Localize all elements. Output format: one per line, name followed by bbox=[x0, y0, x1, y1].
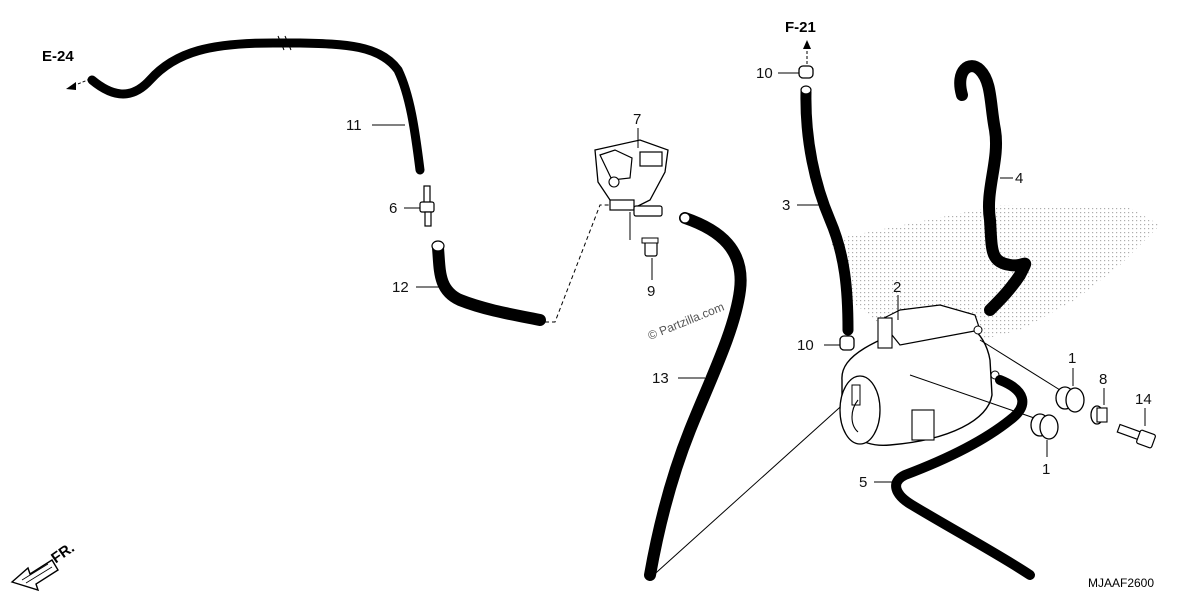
callout-12: 12 bbox=[392, 279, 409, 296]
callout-1-upper: 1 bbox=[1068, 350, 1076, 367]
ref-f21: F-21 bbox=[785, 19, 816, 36]
callout-1-lower: 1 bbox=[1042, 461, 1050, 478]
callout-10-lower: 10 bbox=[797, 337, 814, 354]
callout-3: 3 bbox=[782, 197, 790, 214]
hose-3[interactable] bbox=[800, 85, 854, 336]
callout-4: 4 bbox=[1015, 170, 1023, 187]
callout-7: 7 bbox=[633, 111, 641, 128]
grommet-1-lower[interactable] bbox=[1030, 413, 1059, 440]
hose-11[interactable] bbox=[87, 35, 425, 175]
hose-13[interactable] bbox=[644, 212, 747, 581]
bolt-14[interactable] bbox=[1116, 423, 1156, 449]
callout-9: 9 bbox=[647, 283, 655, 300]
bolt-9[interactable] bbox=[641, 237, 659, 257]
e24-arrow-icon bbox=[66, 78, 91, 90]
joint-6[interactable] bbox=[419, 185, 435, 227]
f21-arrow-icon bbox=[803, 40, 811, 64]
canister-2[interactable] bbox=[839, 304, 1000, 446]
callout-6: 6 bbox=[389, 200, 397, 217]
clamp-10-top[interactable] bbox=[798, 65, 814, 79]
callout-8: 8 bbox=[1099, 371, 1107, 388]
callout-13: 13 bbox=[652, 370, 669, 387]
ref-e24: E-24 bbox=[42, 48, 74, 65]
callout-5: 5 bbox=[859, 474, 867, 491]
callout-14: 14 bbox=[1135, 391, 1152, 408]
watermark: © Partzilla.com bbox=[646, 300, 726, 343]
clamp-10-lower[interactable] bbox=[839, 335, 855, 351]
callout-10-top: 10 bbox=[756, 65, 773, 82]
front-arrow-icon bbox=[10, 559, 59, 592]
hose-5[interactable] bbox=[891, 375, 1035, 580]
grommet-1-upper[interactable] bbox=[1055, 386, 1085, 413]
hose-4[interactable] bbox=[954, 60, 1032, 316]
solenoid-valve-7[interactable] bbox=[594, 139, 669, 240]
diagram-code: MJAAF2600 bbox=[1088, 576, 1154, 590]
collar-8[interactable] bbox=[1090, 405, 1108, 425]
hose-12[interactable] bbox=[431, 240, 546, 326]
callout-2: 2 bbox=[893, 279, 901, 296]
callout-11: 11 bbox=[346, 117, 362, 134]
